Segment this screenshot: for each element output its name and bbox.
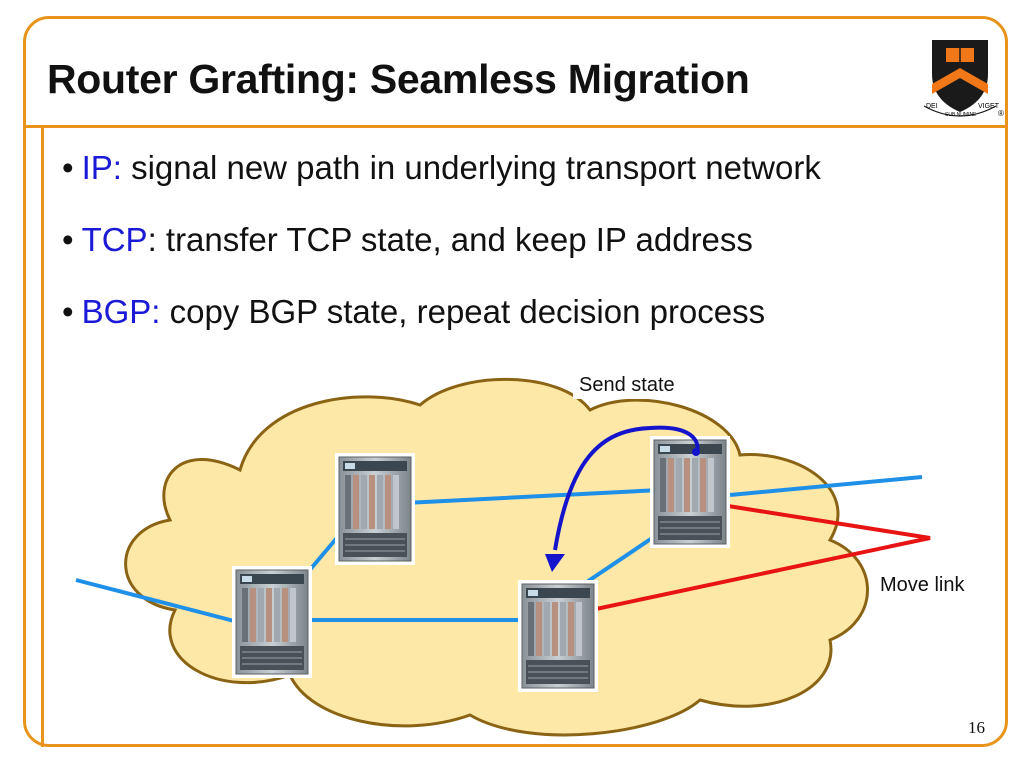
bullet-text: copy BGP state, repeat decision process [160,293,766,330]
router-top-left [334,452,416,566]
move-link-label: Move link [874,572,971,599]
bullet-keyword: IP: [81,149,122,186]
send-state-arrow [553,425,700,551]
bullet-keyword: TCP [81,221,148,258]
link-top-left-to-top-right [404,488,661,505]
slide-title: Router Grafting: Seamless Migration [47,56,750,102]
chevron-icon [932,68,988,94]
bullet-list: •IP: signal new path in underlying trans… [62,148,821,364]
bullet-keyword: BGP: [81,293,161,330]
send-state-label: Send state [573,372,681,399]
network-cloud [124,377,869,737]
red-link-top-right [581,504,931,614]
slide-frame [23,16,1008,747]
bullet-ip: •IP: signal new path in underlying trans… [62,148,821,220]
external-link-right [729,475,923,497]
motto-right: VIGET [978,103,1000,110]
princeton-shield-logo: DEI SUB NUMINE VIGET ® [923,40,1004,118]
page-number: 16 [968,718,985,737]
bullet-text: signal new path in underlying transport … [121,149,821,186]
bullet-text: : transfer TCP state, and keep IP addres… [147,221,753,258]
router-bottom-left [231,565,313,679]
router-bottom-middle [517,579,599,693]
bullet-dot: • [62,221,74,258]
external-link-left [75,578,239,624]
bullet-dot: • [62,149,74,186]
arrowhead-icon [545,554,565,572]
left-divider [41,125,44,747]
bullet-tcp: •TCP: transfer TCP state, and keep IP ad… [62,220,821,292]
arrow-start-dot [692,448,700,456]
registered-mark: ® [998,109,1004,118]
bullet-dot: • [62,293,74,330]
bullet-bgp: •BGP: copy BGP state, repeat decision pr… [62,292,821,364]
router-top-right [649,435,731,549]
title-divider [23,125,1008,128]
motto-left: DEI [926,103,938,110]
motto-center: SUB NUMINE [945,112,977,118]
